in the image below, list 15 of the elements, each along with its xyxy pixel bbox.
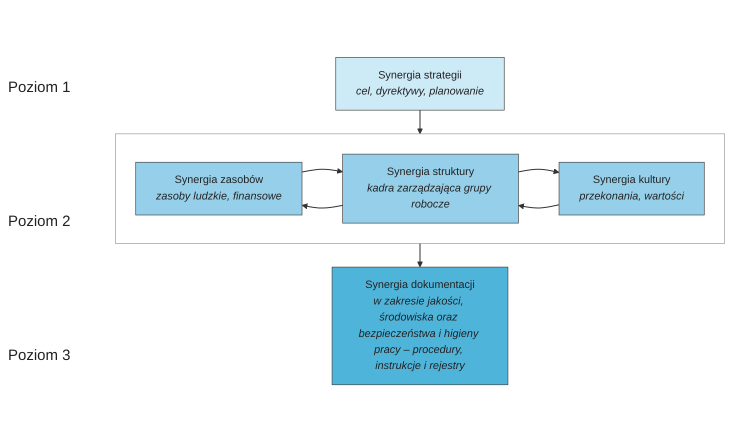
- cluster: [115, 133, 725, 244]
- node-box: Synergia strategii cel, dyrektywy, planowanie: [335, 56, 505, 110]
- arrow: [417, 110, 423, 134]
- level-label: Poziom 3: [7, 346, 72, 364]
- level-label: Poziom 2: [7, 212, 72, 230]
- arrow: [518, 168, 560, 174]
- node-box: Synergia struktury kadra zarządzająca grupy robocze: [342, 154, 519, 224]
- node-box: Synergia kultury przekonania, wartości: [558, 162, 705, 216]
- arrow: [417, 243, 423, 268]
- node-box: Synergia dokumentacji w zakresie jakości, środowiska oraz bezpieczeństwa i higieny pracy – procedury, instrukcje i rejestry: [332, 266, 508, 386]
- arrow: [302, 203, 343, 210]
- level-label: Poziom 1: [7, 78, 72, 96]
- node-box: Synergia zasobów zasoby ludzkie, finansowe: [135, 162, 302, 216]
- arrow: [518, 203, 560, 210]
- arrow: [302, 168, 343, 174]
